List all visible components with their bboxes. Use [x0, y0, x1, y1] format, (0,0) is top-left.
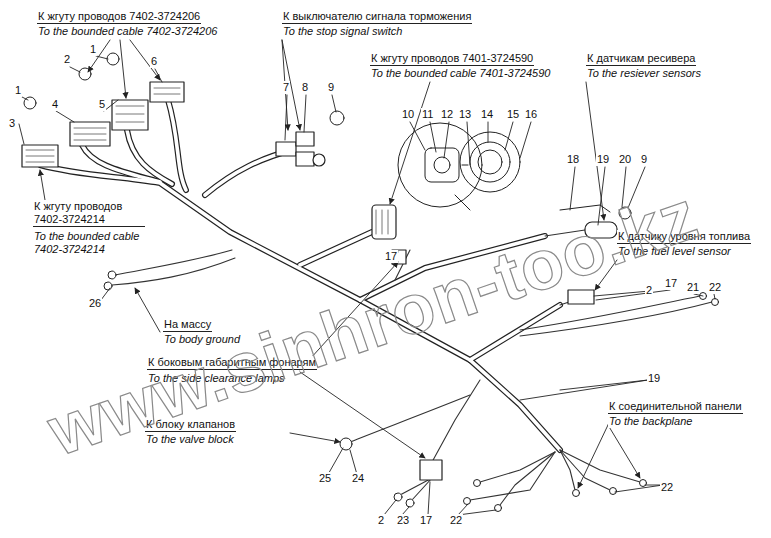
callout-number: 9	[327, 81, 335, 94]
callout-caption: К датчикам ресивера	[586, 52, 696, 66]
callout-caption: На массу	[163, 318, 212, 332]
callout-number: 12	[440, 108, 454, 121]
callout-caption: К соединительной панели	[608, 400, 743, 414]
callout-number: 15	[506, 108, 520, 121]
callout-number: 26	[88, 297, 102, 310]
callout-number: 1	[89, 43, 97, 56]
callout-caption: To the backplane	[608, 415, 693, 428]
callout-number: 21	[686, 281, 700, 294]
callout-caption: К выключателю сигнала торможения	[282, 10, 472, 24]
callout-number: 8	[301, 81, 309, 94]
callout-caption: К жгуту проводов 7402-3724206	[37, 10, 201, 24]
callout-number: 22	[660, 481, 674, 494]
callout-caption: To the resiever sensors	[586, 67, 702, 80]
callout-number: 19	[596, 153, 610, 166]
callout-caption: To the bounded cable 7402-3724206	[37, 25, 218, 38]
callout-number: 4	[51, 98, 59, 111]
callout-number: 13	[458, 108, 472, 121]
callout-caption: К жгуту проводов 7402-3724214	[33, 200, 145, 227]
callout-number: 17	[664, 277, 678, 290]
callout-number: 11	[421, 108, 434, 121]
callout-caption: To the bounded cable 7401-3724590	[370, 67, 551, 80]
callout-number: 2	[377, 514, 385, 527]
callout-number: 3	[8, 117, 16, 130]
callout-number: 10	[401, 108, 415, 121]
callout-number: 16	[524, 108, 538, 121]
callout-number: 2	[63, 53, 71, 66]
callout-number: 5	[98, 98, 106, 111]
callout-number: 9	[640, 153, 648, 166]
callout-number: 23	[396, 514, 410, 527]
callout-caption: К жгуту проводов 7401-3724590	[370, 52, 534, 66]
callout-number: 1	[14, 84, 22, 97]
callout-number: 22	[449, 514, 463, 527]
callout-number: 17	[419, 514, 433, 527]
callout-caption: To the bounded cable 7402-3724214	[33, 230, 160, 256]
callout-number: 22	[708, 281, 722, 294]
callout-number: 24	[351, 472, 365, 485]
callout-number: 6	[150, 55, 158, 68]
callout-number: 2	[645, 284, 653, 297]
callout-number: 17	[384, 250, 398, 263]
callout-caption: To the stop signal switch	[282, 25, 403, 38]
callout-number: 25	[318, 472, 332, 485]
callout-number: 18	[566, 153, 580, 166]
callout-number: 20	[618, 153, 632, 166]
callout-number: 19	[647, 372, 661, 385]
callout-number: 7	[282, 81, 290, 94]
callout-number: 14	[480, 108, 494, 121]
